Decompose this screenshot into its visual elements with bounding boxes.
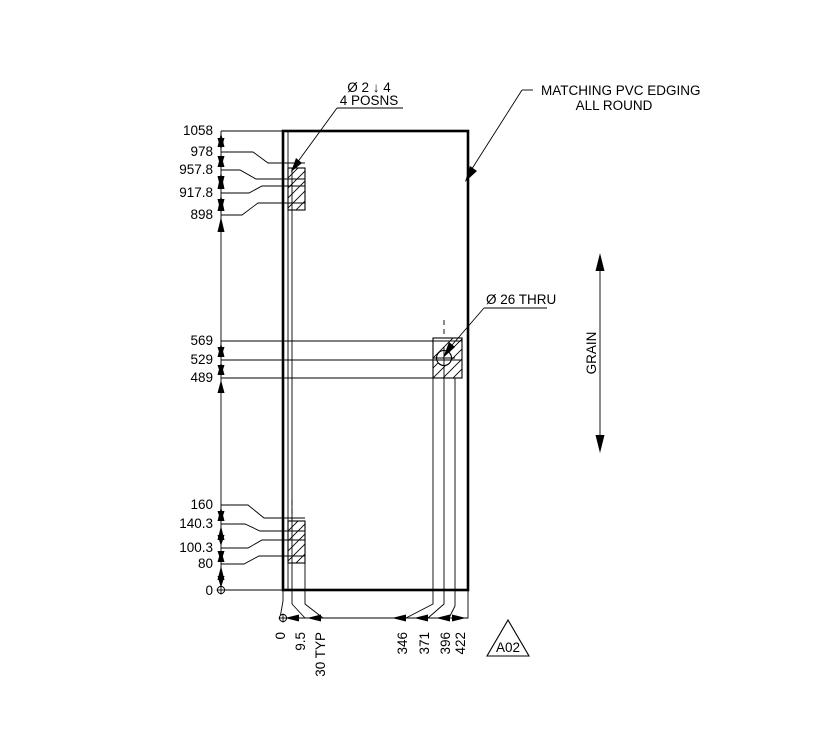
panel-outline (281, 129, 470, 592)
horizontal-ordinate-dimension-line (278, 613, 468, 623)
vertical-dim-arrowheads (217, 133, 225, 588)
leader-pvc-edging (465, 89, 533, 182)
hdim-label-422: 422 (453, 632, 468, 655)
hdim-label-396: 396 (438, 632, 453, 655)
hdim-label-346: 346 (395, 632, 410, 655)
hdim-label-371: 371 (417, 632, 432, 655)
vdim-label-917p8: 917.8 (179, 185, 213, 200)
vdim-label-957p8: 957.8 (179, 162, 213, 177)
note-thru-hole: Ø 26 THRU (486, 292, 556, 307)
vdim-label-489: 489 (190, 370, 213, 385)
vertical-extension-lines (279, 131, 469, 619)
vdim-label-80: 80 (198, 556, 213, 571)
vdim-label-569: 569 (190, 333, 213, 348)
vdim-label-898: 898 (190, 207, 213, 222)
note-counterbore-line-1: Ø 2 ↓ 4 (347, 80, 391, 95)
hdim-label-30-typ: 30 TYP (313, 632, 328, 677)
vdim-label-100p3: 100.3 (179, 540, 213, 555)
annotation-notes: MATCHING PVC EDGING ALL ROUND Ø 2 ↓ 4 4 … (340, 80, 701, 307)
vdim-label-978: 978 (190, 144, 213, 159)
note-counterbore-line-2: 4 POSNS (340, 93, 399, 108)
horizontal-extension-lines (221, 130, 462, 591)
vdim-label-160: 160 (190, 497, 213, 512)
vdim-label-0: 0 (205, 583, 213, 598)
vertical-ordinate-labels: 1058 978 957.8 917.8 898 569 529 489 160… (179, 123, 213, 598)
vertical-ordinate-dimension-line (216, 131, 226, 595)
hdim-label-9p5: 9.5 (293, 632, 308, 651)
horizontal-dim-arrowheads (285, 614, 466, 622)
revision-balloon (486, 618, 530, 657)
hdim-label-0: 0 (273, 632, 288, 640)
grain-label: GRAIN (584, 332, 599, 375)
note-pvc-line-1: MATCHING PVC EDGING (541, 83, 701, 98)
vdim-label-1058: 1058 (183, 123, 213, 138)
revision-balloon-label: A02 (496, 640, 520, 655)
leader-counterbore (291, 107, 403, 172)
center-witness-lines (291, 320, 445, 521)
vdim-label-529: 529 (190, 352, 213, 367)
hatched-block-bottom-left (287, 520, 306, 564)
note-pvc-line-2: ALL ROUND (576, 98, 653, 113)
grain-direction-arrow (595, 253, 605, 453)
leader-thru-hole (443, 307, 547, 358)
vdim-label-140p3: 140.3 (179, 516, 213, 531)
horizontal-ordinate-labels: 0 9.5 30 TYP 346 371 396 422 (273, 632, 468, 677)
